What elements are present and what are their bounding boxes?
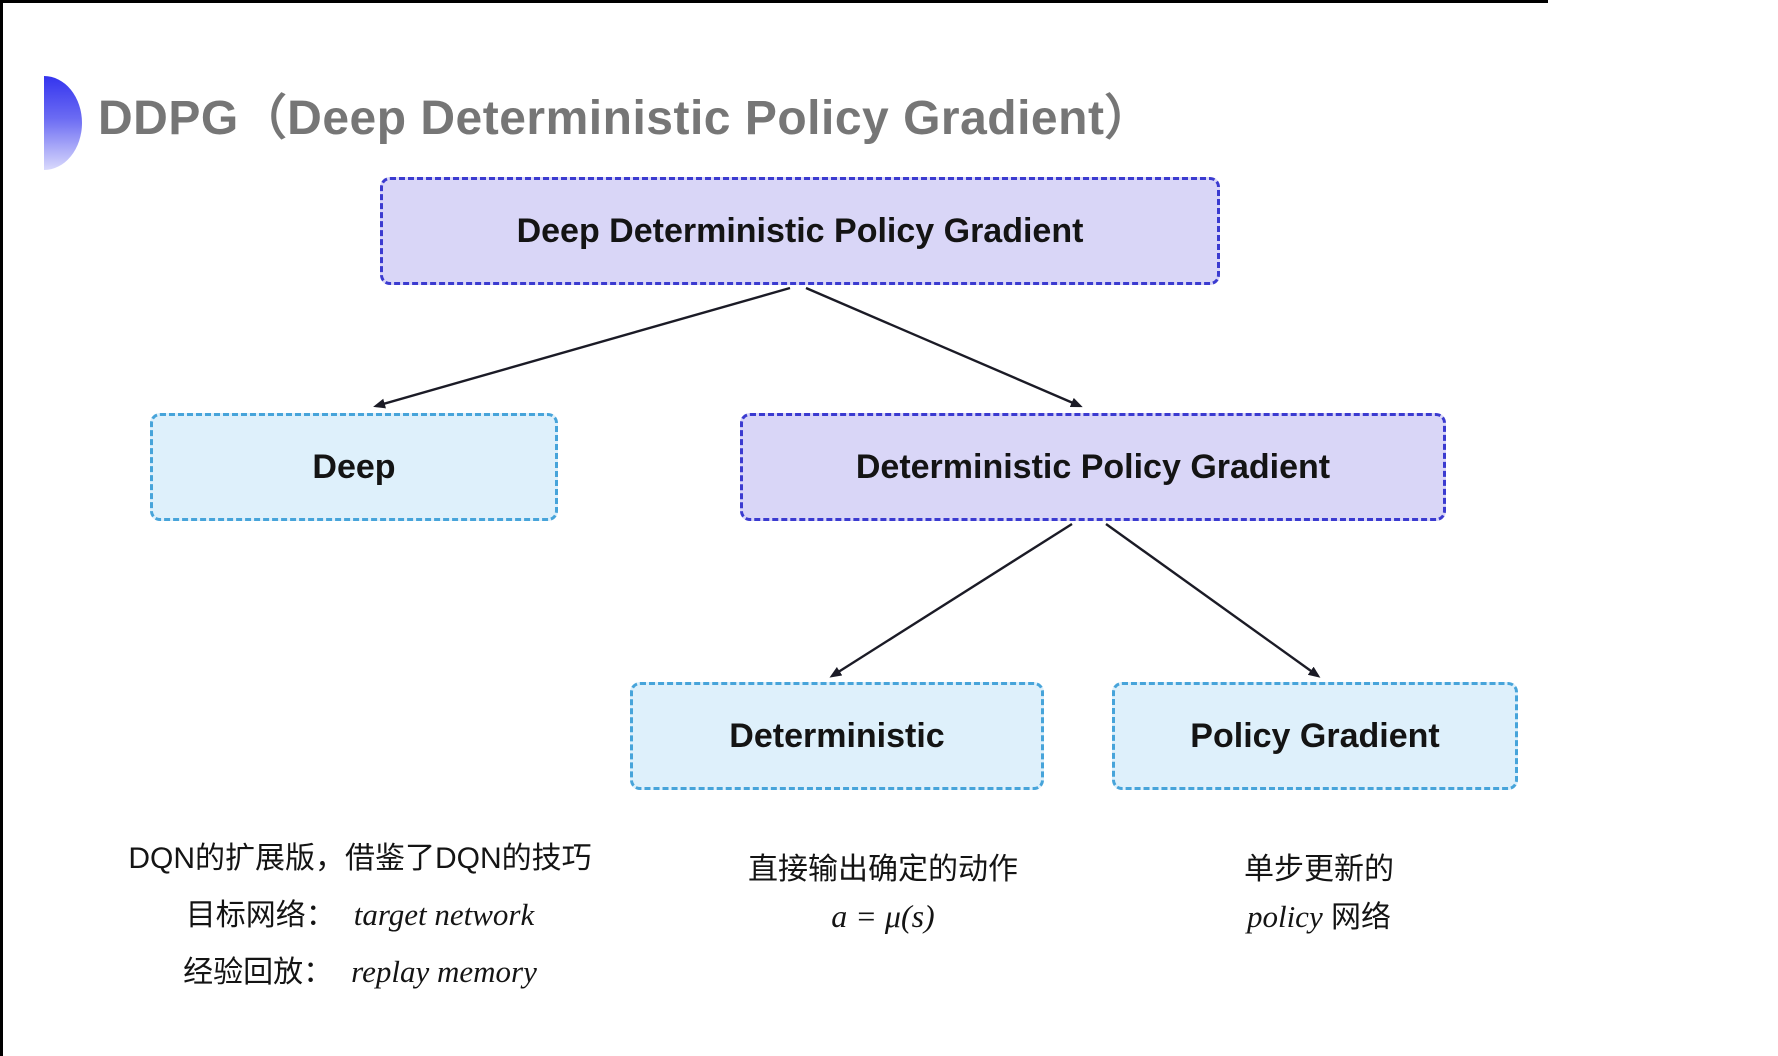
- arrow-dpg-to-deterministic: [829, 522, 1073, 678]
- arrow-root-to-deep: [373, 286, 791, 409]
- node-deep: Deep: [150, 413, 558, 521]
- node-deterministic: Deterministic: [630, 682, 1044, 790]
- note-deep-dqn: DQN的扩展版，借鉴了DQN的技巧 目标网络： target network 经验…: [70, 831, 650, 1001]
- network-word: 网络: [1322, 901, 1392, 934]
- node-label: Deep Deterministic Policy Gradient: [516, 211, 1084, 250]
- target-network-label: 目标网络：: [185, 899, 336, 932]
- node-policy-gradient: Policy Gradient: [1112, 682, 1518, 790]
- note-line: 直接输出确定的动作: [748, 853, 1018, 886]
- note-deterministic: 直接输出确定的动作 a = μ(s): [700, 846, 1066, 940]
- policy-term: policy: [1246, 899, 1323, 934]
- node-deterministic-policy-gradient: Deterministic Policy Gradient: [740, 413, 1446, 521]
- note-policy-gradient: 单步更新的 policy 网络: [1136, 846, 1502, 941]
- replay-memory-label: 经验回放：: [183, 956, 334, 989]
- node-label: Deep: [312, 447, 396, 486]
- node-label: Deterministic: [729, 716, 945, 755]
- half-circle-bullet-icon: [44, 76, 82, 170]
- note-line: policy 网络: [1136, 893, 1502, 941]
- page-title: DDPG（Deep Deterministic Policy Gradient）: [98, 92, 1153, 145]
- note-line: 目标网络： target network: [70, 887, 650, 944]
- left-border-line: [0, 0, 3, 1056]
- note-line: 经验回放： replay memory: [70, 944, 650, 1001]
- note-line: DQN的扩展版，借鉴了DQN的技巧: [128, 842, 592, 875]
- node-label: Deterministic Policy Gradient: [855, 447, 1331, 486]
- note-line: 单步更新的: [1244, 853, 1394, 886]
- replay-memory-term: replay memory: [351, 954, 537, 989]
- node-deep-deterministic-policy-gradient: Deep Deterministic Policy Gradient: [380, 177, 1220, 285]
- top-border-line: [0, 0, 1548, 3]
- node-label: Policy Gradient: [1190, 716, 1440, 755]
- arrow-dpg-to-policy-gradient: [1105, 523, 1321, 678]
- arrow-root-to-dpg: [805, 286, 1083, 408]
- target-network-term: target network: [353, 897, 535, 932]
- formula-a-mu-s: a = μ(s): [831, 898, 935, 934]
